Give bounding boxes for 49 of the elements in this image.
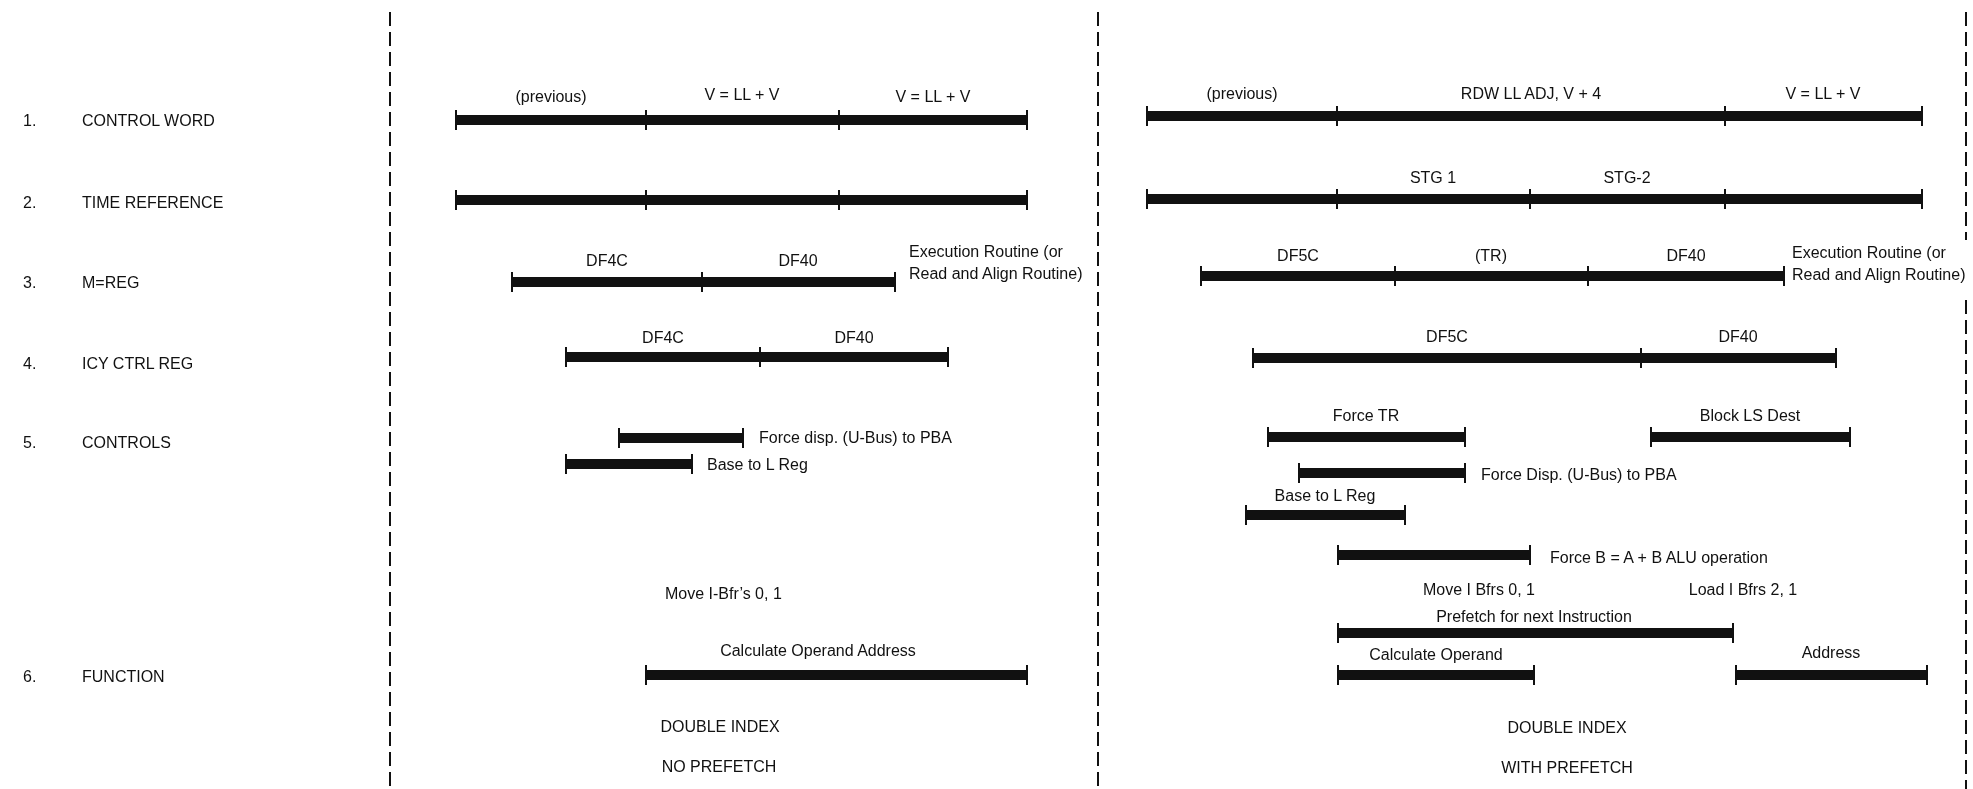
segment-label: (TR): [1475, 246, 1507, 266]
control-label: Block LS Dest: [1699, 406, 1801, 426]
control-label: Base to L Reg: [707, 455, 808, 475]
control-label: Force TR: [1332, 406, 1400, 426]
row-number: 6.: [23, 667, 37, 687]
control-label: Force B = A + B ALU operation: [1550, 548, 1768, 568]
row-number: 2.: [23, 193, 37, 213]
signal-name: M=REG: [82, 273, 140, 293]
control-label: Force disp. (U-Bus) to PBA: [759, 428, 952, 448]
function-note: Move I Bfrs 0, 1: [1423, 580, 1535, 600]
function-label: Address: [1801, 643, 1861, 663]
segment-label: V = LL + V: [704, 85, 780, 105]
segment-label: DF40: [834, 328, 874, 348]
segment-label: DF4C: [586, 251, 628, 271]
segment-label: STG 1: [1409, 168, 1457, 188]
signal-name: TIME REFERENCE: [82, 193, 224, 213]
signal-name: CONTROLS: [82, 433, 171, 453]
segment-label: DF40: [1666, 246, 1706, 266]
panel-caption: WITH PREFETCH: [1501, 758, 1633, 778]
segment-label: DF5C: [1426, 327, 1468, 347]
segment-label: RDW LL ADJ, V + 4: [1460, 84, 1602, 104]
segment-label: STG-2: [1603, 168, 1651, 188]
signal-name: CONTROL WORD: [82, 111, 215, 131]
segment-label: DF5C: [1277, 246, 1319, 266]
signal-name: FUNCTION: [82, 667, 165, 687]
function-note: Move I-Bfr’s 0, 1: [665, 584, 782, 604]
row-number: 5.: [23, 433, 37, 453]
panel-caption: NO PREFETCH: [661, 757, 777, 777]
segment-label: (previous): [1206, 84, 1278, 104]
function-label: Calculate Operand: [1369, 645, 1503, 665]
row-number: 1.: [23, 111, 37, 131]
segment-label: (previous): [515, 87, 587, 107]
function-label: Calculate Operand Address: [720, 641, 916, 661]
function-label: Prefetch for next Instruction: [1436, 607, 1632, 627]
control-label: Force Disp. (U-Bus) to PBA: [1481, 465, 1677, 485]
segment-label: DF40: [778, 251, 818, 271]
routine-note: Execution Routine (or Read and Align Routine): [909, 242, 1084, 284]
signal-name: ICY CTRL REG: [82, 354, 194, 374]
segment-label: V = LL + V: [1785, 84, 1861, 104]
segment-label: DF4C: [642, 328, 684, 348]
panel-caption: DOUBLE INDEX: [1507, 718, 1627, 738]
routine-note: Execution Routine (or Read and Align Routine): [1792, 243, 1967, 285]
segment-label: V = LL + V: [895, 87, 971, 107]
segment-label: DF40: [1718, 327, 1758, 347]
row-number: 3.: [23, 273, 37, 293]
control-label: Base to L Reg: [1274, 486, 1376, 506]
row-number: 4.: [23, 354, 37, 374]
function-note: Load I Bfrs 2, 1: [1688, 580, 1798, 600]
panel-caption: DOUBLE INDEX: [660, 717, 780, 737]
